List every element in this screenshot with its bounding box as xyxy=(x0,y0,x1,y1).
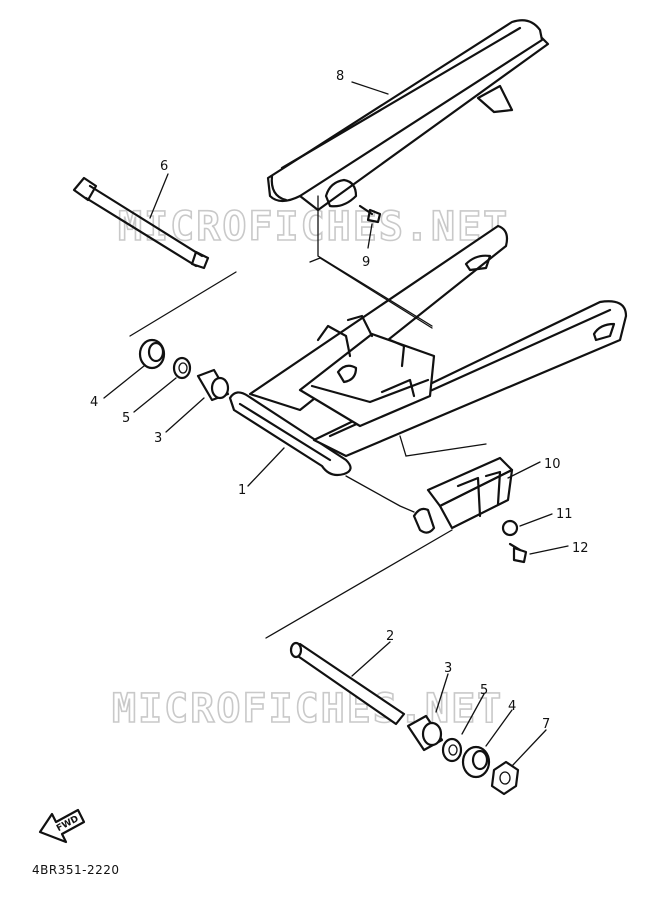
callout-6: 6 xyxy=(160,159,168,174)
bolt-part-lower xyxy=(508,542,528,564)
leader-lines xyxy=(103,81,569,767)
chain-guard-part xyxy=(266,19,550,212)
washer-part-lower xyxy=(441,737,463,763)
callout-2: 2 xyxy=(386,629,394,644)
callout-1: 1 xyxy=(238,483,246,498)
bush-part-upper xyxy=(138,338,166,370)
nut-part xyxy=(490,760,520,796)
washer-part-upper xyxy=(172,356,192,380)
callout-9: 9 xyxy=(362,255,370,270)
callout-5-upper: 5 xyxy=(122,411,130,426)
pivot-shaft-part xyxy=(72,176,210,270)
callout-10: 10 xyxy=(544,457,561,472)
watermark-bottom: MICROFICHES.NET xyxy=(112,686,503,732)
assembly-guide-lines xyxy=(129,195,487,639)
diagram-code: 4BR351-2220 xyxy=(32,863,119,877)
collar-part xyxy=(501,519,519,537)
swingarm-part xyxy=(228,224,628,477)
chain-pad-part xyxy=(412,456,514,534)
callout-11: 11 xyxy=(556,507,573,522)
callout-4-lower: 4 xyxy=(508,699,516,714)
callout-3-upper: 3 xyxy=(154,431,162,446)
bearing-part-lower xyxy=(406,714,444,752)
bush-part-lower xyxy=(461,745,491,779)
callout-7: 7 xyxy=(542,717,550,732)
watermark-top: MICROFICHES.NET xyxy=(118,204,509,250)
callout-4-upper: 4 xyxy=(90,395,98,410)
screw-part xyxy=(358,204,382,224)
forward-arrow-icon: FWD xyxy=(38,808,86,844)
callout-12: 12 xyxy=(572,541,589,556)
callout-8: 8 xyxy=(336,69,344,84)
bearing-part-upper xyxy=(196,368,230,402)
callout-5-lower: 5 xyxy=(480,683,488,698)
pivot-shaft-lower-part xyxy=(289,641,406,726)
callout-3-lower: 3 xyxy=(444,661,452,676)
